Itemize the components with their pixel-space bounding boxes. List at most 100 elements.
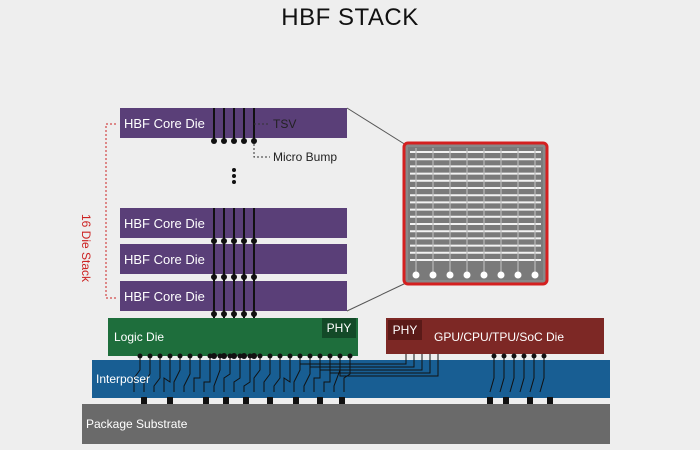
interposer-pad bbox=[187, 353, 193, 359]
zoom-connector-top bbox=[346, 107, 407, 146]
interposer-pad bbox=[347, 353, 353, 359]
interposer-route bbox=[283, 356, 291, 392]
c4-bump bbox=[243, 397, 249, 404]
micro-bump bbox=[231, 311, 237, 317]
interposer-route bbox=[163, 356, 171, 392]
interposer-pad bbox=[267, 353, 273, 359]
interposer-pad bbox=[147, 353, 153, 359]
micro-bump bbox=[241, 238, 247, 244]
ellipsis-dot bbox=[232, 180, 236, 184]
zoom-connector-bottom bbox=[346, 282, 407, 312]
core-die-label-3: HBF Core Die bbox=[124, 252, 205, 267]
interposer-pad bbox=[237, 353, 243, 359]
soc-die-block bbox=[386, 318, 604, 354]
interposer-label: Interposer bbox=[96, 372, 151, 386]
micro-bump bbox=[251, 238, 257, 244]
micro-bump bbox=[231, 138, 237, 144]
inset-bump bbox=[497, 271, 505, 279]
tsv-label: TSV bbox=[273, 117, 297, 131]
interposer-pad bbox=[501, 353, 507, 359]
micro-bump bbox=[231, 353, 237, 359]
die-to-die-route bbox=[299, 354, 407, 365]
die-to-die-route bbox=[329, 354, 431, 374]
micro-bump bbox=[211, 138, 217, 144]
interposer-route bbox=[539, 356, 545, 393]
interposer-route bbox=[133, 356, 141, 392]
package-substrate-label: Package Substrate bbox=[86, 417, 188, 431]
interposer-pads bbox=[137, 353, 553, 404]
micro-bump bbox=[221, 238, 227, 244]
logic-die-block bbox=[108, 318, 358, 356]
interposer-pad bbox=[307, 353, 313, 359]
interposer-pad bbox=[197, 353, 203, 359]
core-die-label-top: HBF Core Die bbox=[124, 116, 205, 131]
interposer-route bbox=[263, 356, 271, 392]
interposer-route bbox=[489, 356, 495, 393]
interposer-route bbox=[499, 356, 505, 393]
interposer-pad bbox=[227, 353, 233, 359]
core-die-label-4: HBF Core Die bbox=[124, 289, 205, 304]
interposer-pad bbox=[511, 353, 517, 359]
interposer-route bbox=[183, 356, 191, 392]
tsv-lines bbox=[213, 108, 255, 318]
interposer-pad bbox=[491, 353, 497, 359]
micro-bump bbox=[221, 353, 227, 359]
c4-bump bbox=[339, 397, 345, 404]
micro-bump bbox=[251, 138, 257, 144]
core-die-label-2: HBF Core Die bbox=[124, 216, 205, 231]
interposer-route bbox=[273, 356, 281, 392]
interposer-wiring bbox=[133, 354, 545, 393]
soc-die-label: GPU/CPU/TPU/SoC Die bbox=[434, 330, 565, 344]
micro-bump bbox=[241, 274, 247, 280]
c4-bump bbox=[293, 397, 299, 404]
interposer-pad bbox=[207, 353, 213, 359]
micro-bump bbox=[221, 274, 227, 280]
c4-bump bbox=[503, 397, 509, 404]
interposer-route bbox=[509, 356, 515, 393]
interposer-pad bbox=[521, 353, 527, 359]
die-to-die-route bbox=[339, 354, 439, 377]
micro-bump bbox=[211, 353, 217, 359]
interposer-route bbox=[203, 356, 211, 392]
micro-bump bbox=[211, 238, 217, 244]
micro-bumps bbox=[211, 138, 257, 359]
interposer-pad bbox=[297, 353, 303, 359]
c4-bump bbox=[547, 397, 553, 404]
interposer-route bbox=[223, 356, 231, 392]
micro-bump bbox=[241, 311, 247, 317]
interposer-route bbox=[253, 356, 261, 392]
c4-bump bbox=[527, 397, 533, 404]
ellipsis-dot bbox=[232, 174, 236, 178]
interposer-pad bbox=[541, 353, 547, 359]
die-to-die-route bbox=[319, 354, 423, 371]
inset-bump bbox=[531, 271, 539, 279]
interposer-route bbox=[213, 356, 221, 392]
micro-bump-label: Micro Bump bbox=[273, 150, 338, 164]
stack-bracket bbox=[105, 123, 116, 299]
interposer-pad bbox=[337, 353, 343, 359]
interposer-pad bbox=[257, 353, 263, 359]
interposer-pad bbox=[137, 353, 143, 359]
c4-bump bbox=[223, 397, 229, 404]
logic-phy-label: PHY bbox=[326, 321, 352, 335]
interposer-route bbox=[153, 356, 161, 392]
inset-bump bbox=[412, 271, 420, 279]
inset-bump bbox=[446, 271, 454, 279]
micro-bump bbox=[211, 274, 217, 280]
c4-bump bbox=[487, 397, 493, 404]
interposer-pad bbox=[247, 353, 253, 359]
c4-bump bbox=[203, 397, 209, 404]
soc-phy-label: PHY bbox=[392, 323, 418, 337]
c4-bump bbox=[317, 397, 323, 404]
ellipsis-dot bbox=[232, 168, 236, 172]
micro-bump bbox=[221, 311, 227, 317]
micro-bump bbox=[231, 274, 237, 280]
logic-phy-block bbox=[322, 318, 356, 338]
interposer-route bbox=[519, 356, 525, 393]
page-title: HBF STACK bbox=[281, 4, 419, 31]
c4-bump bbox=[267, 397, 273, 404]
package-substrate-block bbox=[82, 404, 610, 444]
micro-bump bbox=[221, 138, 227, 144]
interposer-route bbox=[243, 356, 251, 392]
